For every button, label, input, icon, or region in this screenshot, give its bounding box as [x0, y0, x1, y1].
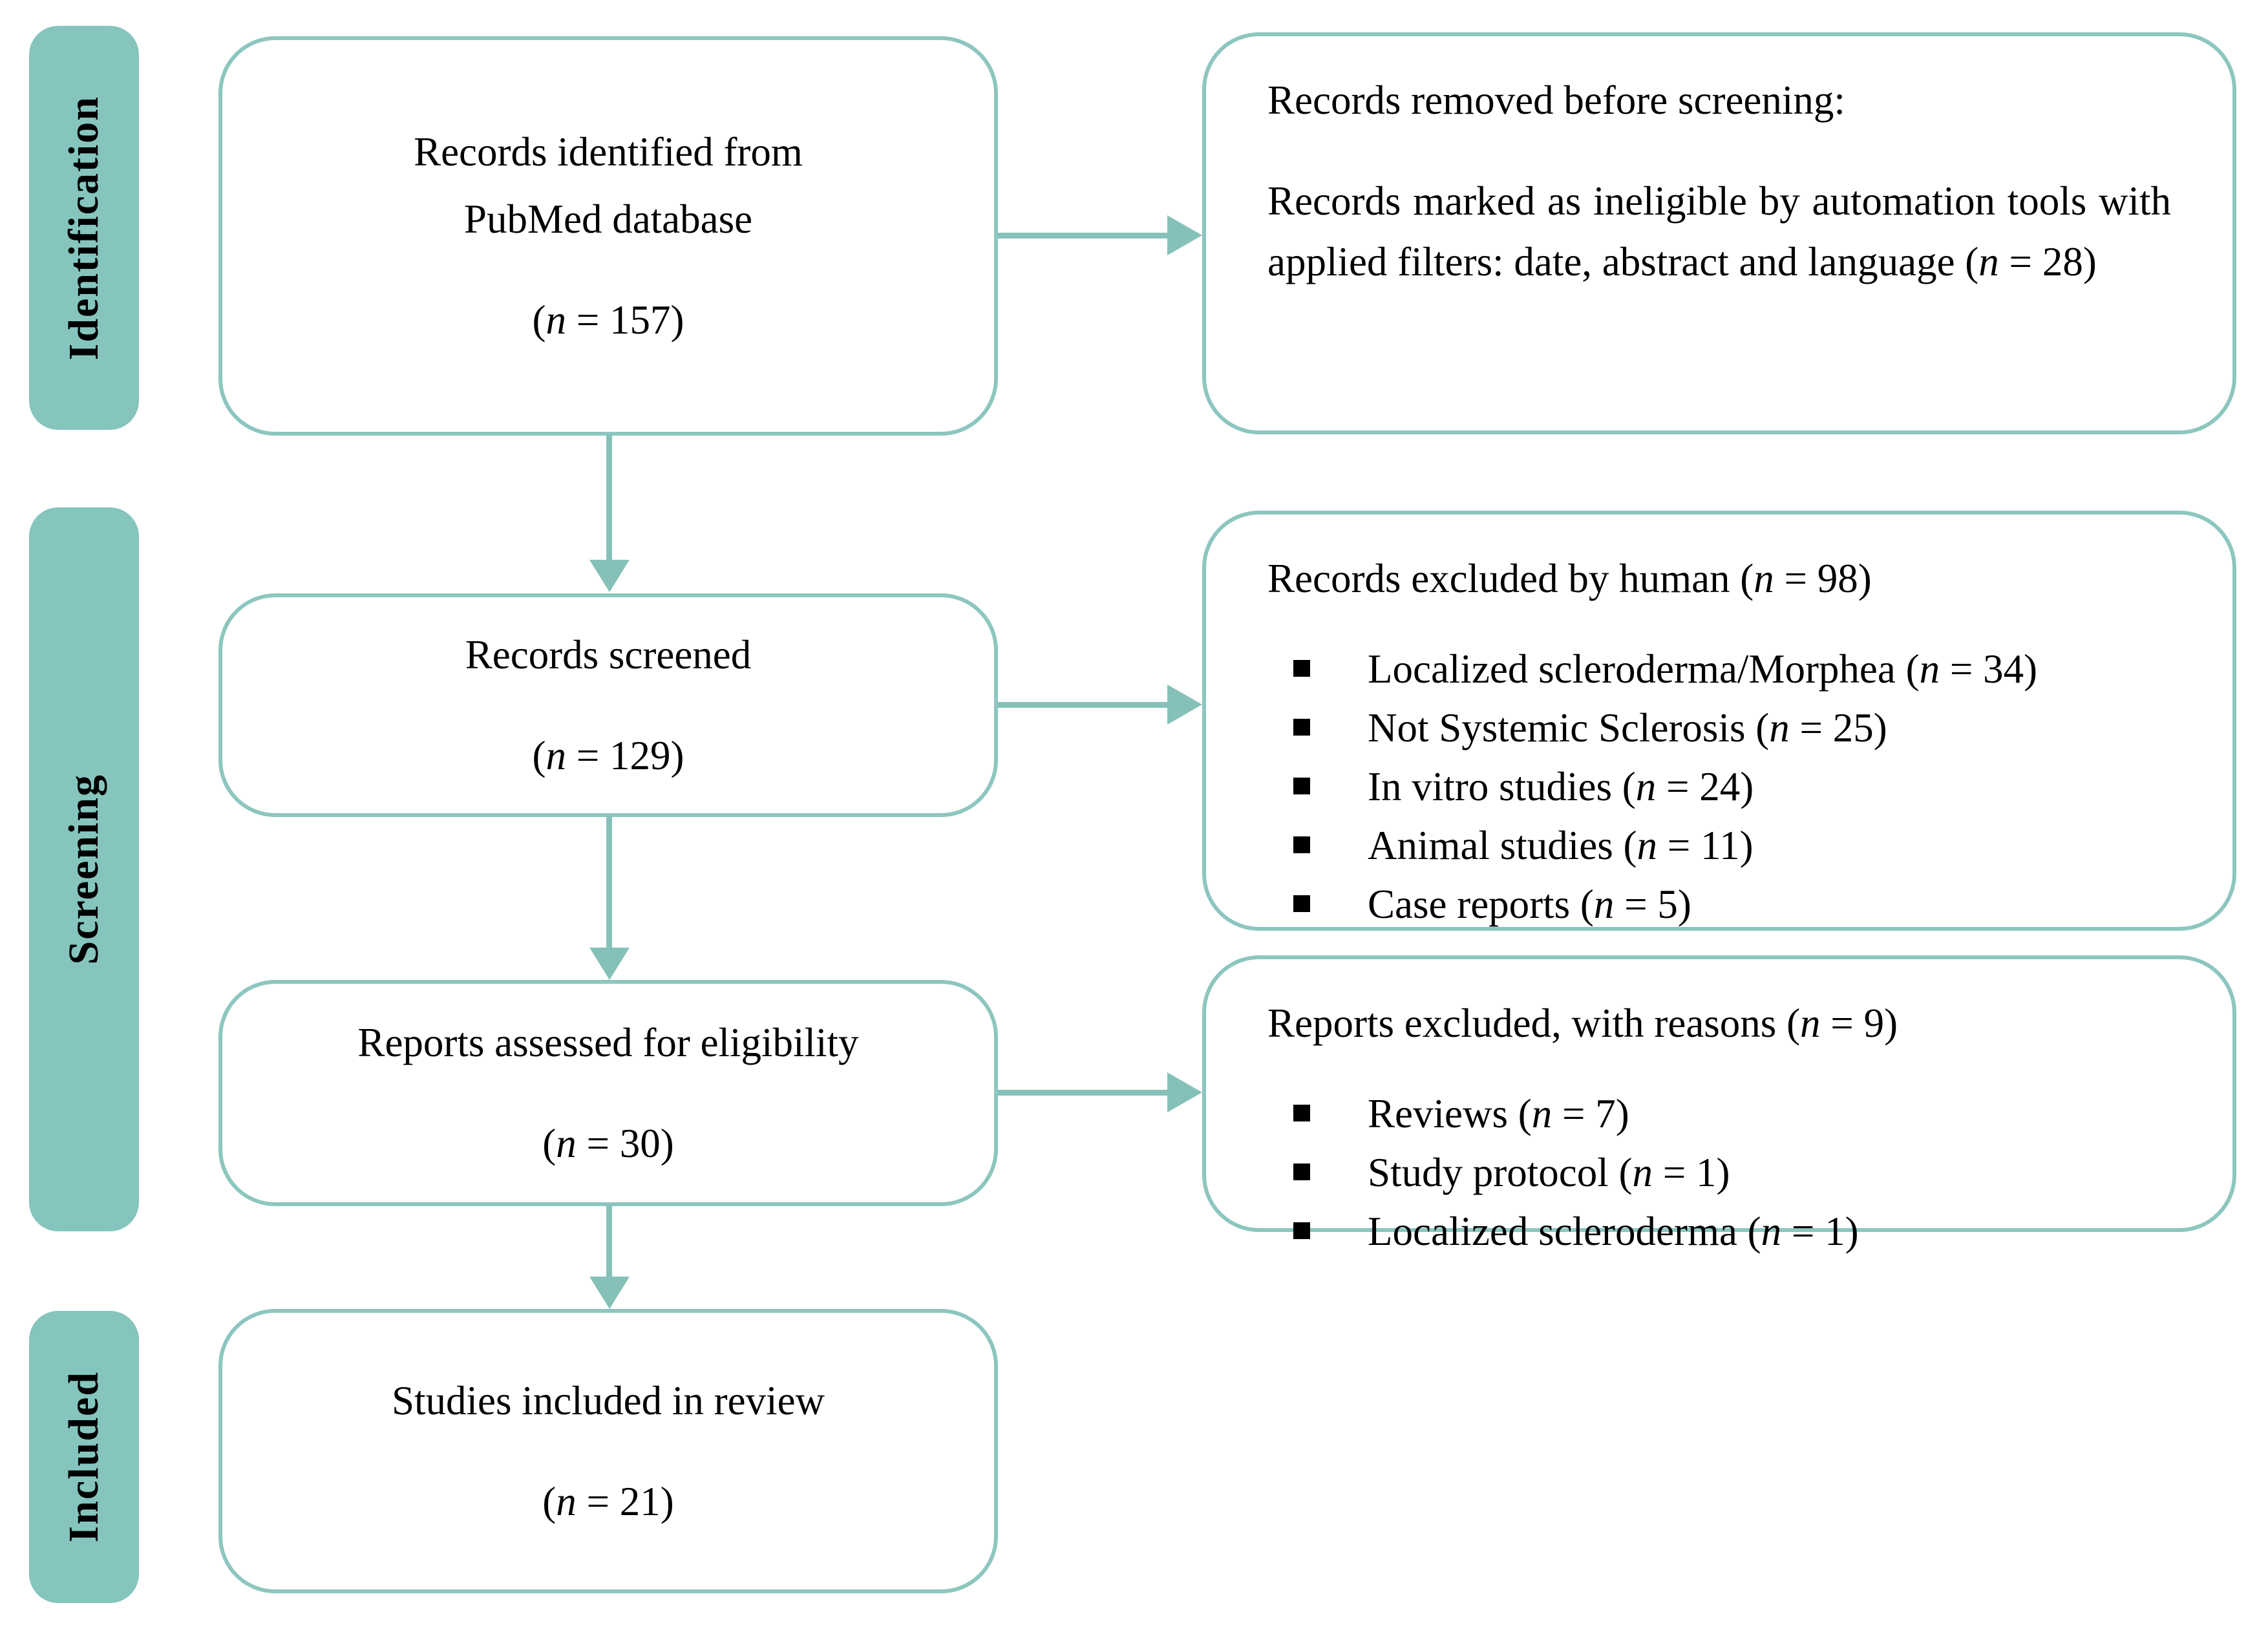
side-box-title: Reports excluded, with reasons (n = 9)	[1267, 1001, 1898, 1046]
box-line: PubMed database	[463, 196, 753, 242]
arrow-right-icon	[1167, 685, 1202, 725]
box-reports-excluded: Reports excluded, with reasons (n = 9) R…	[1202, 955, 2236, 1254]
arrow-line	[998, 702, 1170, 708]
arrow-line	[606, 1205, 612, 1279]
arrow-down-icon	[589, 560, 630, 592]
bullet-square-icon	[1293, 1222, 1310, 1239]
list-item: Not Systemic Sclerosis (n = 25)	[1267, 699, 2171, 758]
sidebar-stage-identification: Identification	[29, 26, 139, 430]
arrow-line	[998, 1090, 1170, 1096]
list-item: Study protocol (n = 1)	[1267, 1143, 2171, 1202]
arrow-line	[998, 233, 1170, 239]
arrow-right-icon	[1167, 1072, 1202, 1112]
box-records-screened: Records screened (n = 129)	[218, 593, 998, 817]
box-records-excluded-by-human: Records excluded by human (n = 98) Local…	[1202, 511, 2236, 931]
box-studies-included: Studies included in review (n = 21)	[218, 1309, 998, 1593]
arrow-right-icon	[1167, 215, 1202, 255]
bullet-square-icon	[1293, 719, 1310, 736]
exclusion-reason-list: Localized scleroderma/Morphea (n = 34) N…	[1267, 640, 2171, 934]
list-item: In vitro studies (n = 24)	[1267, 758, 2171, 816]
list-item: Localized scleroderma/Morphea (n = 34)	[1267, 640, 2171, 699]
stage-label-included: Included	[60, 1371, 107, 1543]
side-box-paragraph: Records marked as ineligible by automati…	[1267, 178, 2171, 284]
box-records-identified: Records identified from PubMed database …	[218, 36, 998, 436]
arrow-down-icon	[589, 1277, 630, 1309]
count-label: (n = 129)	[532, 733, 684, 778]
count-label: (n = 21)	[542, 1479, 674, 1524]
box-line: Studies included in review	[391, 1378, 825, 1423]
sidebar-stage-screening: Screening	[29, 507, 139, 1231]
bullet-square-icon	[1293, 1105, 1310, 1121]
list-item: Reviews (n = 7)	[1267, 1085, 2171, 1143]
stage-label-screening: Screening	[60, 774, 107, 965]
box-reports-assessed: Reports assessed for eligibility (n = 30…	[218, 980, 998, 1206]
bullet-square-icon	[1293, 836, 1310, 853]
sidebar-stage-included: Included	[29, 1311, 139, 1603]
count-label: (n = 30)	[542, 1121, 674, 1166]
arrow-down-icon	[589, 948, 630, 980]
arrow-line	[606, 816, 612, 950]
stage-label-identification: Identification	[60, 95, 107, 361]
box-line: Records screened	[465, 632, 752, 677]
side-box-title: Records removed before screening:	[1267, 78, 1845, 123]
side-box-title: Records excluded by human (n = 98)	[1267, 556, 1872, 601]
arrow-line	[606, 434, 612, 562]
exclusion-reason-list: Reviews (n = 7) Study protocol (n = 1) L…	[1267, 1085, 2171, 1261]
list-item: Case reports (n = 5)	[1267, 875, 2171, 934]
bullet-square-icon	[1293, 660, 1310, 677]
list-item: Animal studies (n = 11)	[1267, 816, 2171, 875]
bullet-square-icon	[1293, 895, 1310, 912]
box-line: Records identified from	[414, 129, 803, 175]
box-line: Reports assessed for eligibility	[357, 1020, 859, 1065]
bullet-square-icon	[1293, 778, 1310, 794]
box-records-removed-before-screening: Records removed before screening: Record…	[1202, 32, 2236, 434]
list-item: Localized scleroderma (n = 1)	[1267, 1202, 2171, 1261]
bullet-square-icon	[1293, 1163, 1310, 1180]
count-label: (n = 157)	[532, 297, 684, 343]
